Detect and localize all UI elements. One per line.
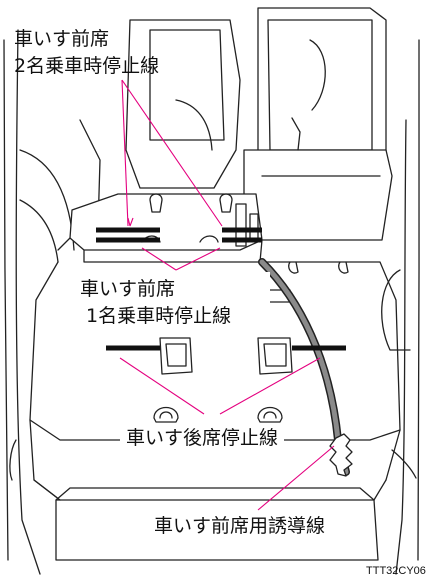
leader-lines [119,79,335,511]
label-rear-seat-stop: 車いす後席停止線 [126,427,278,449]
callout-labels: 車いす前席 2名乗車時停止線 車いす前席 1名乗車時停止線 車いす後席停止線 車… [14,28,426,577]
label-front-seat-guide: 車いす前席用誘導線 [154,515,325,537]
label-front-one-line1: 車いす前席 [80,278,175,300]
vehicle-interior-illustration [3,7,420,575]
stop-lines [96,227,346,351]
guide-rail [258,258,353,477]
label-front-two-line1: 車いす前席 [14,28,109,50]
guide-rail-end [329,433,353,477]
label-front-one-line2: 1名乗車時停止線 [86,305,231,327]
figure-code: TTT32CY067 [366,565,426,577]
label-front-two-line2: 2名乗車時停止線 [14,55,159,77]
